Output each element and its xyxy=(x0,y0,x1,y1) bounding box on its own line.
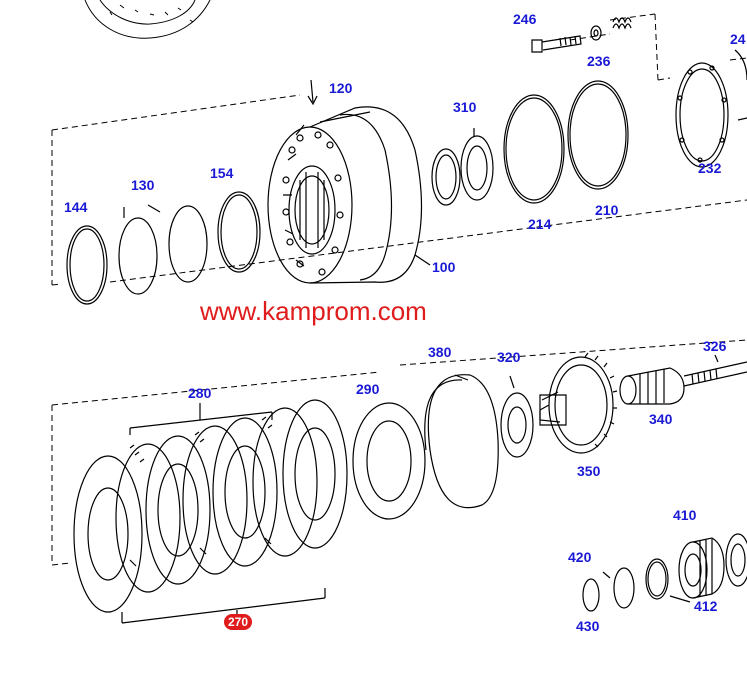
bearing-410 xyxy=(679,534,747,598)
part-label-232[interactable]: 232 xyxy=(698,160,722,176)
part-label-130[interactable]: 130 xyxy=(131,177,155,193)
part-label-326[interactable]: 326 xyxy=(703,338,727,354)
part-label-280[interactable]: 280 xyxy=(188,385,212,401)
part-label-320[interactable]: 320 xyxy=(497,349,521,365)
watermark-text: www.kamprom.com xyxy=(200,296,427,326)
snap-ring-154-b xyxy=(218,192,260,272)
part-label-246[interactable]: 246 xyxy=(513,11,537,27)
part-label-214[interactable]: 214 xyxy=(528,216,552,232)
part-label-310[interactable]: 310 xyxy=(453,99,477,115)
part-label-154[interactable]: 154 xyxy=(210,165,234,181)
part-label-380[interactable]: 380 xyxy=(428,344,452,360)
part-label-410[interactable]: 410 xyxy=(673,507,697,523)
gear-350 xyxy=(540,353,617,453)
thrust-washer-320 xyxy=(501,376,533,457)
part-label-24[interactable]: 24 xyxy=(730,31,746,47)
part-label-412[interactable]: 412 xyxy=(694,598,718,614)
snap-ring-420 xyxy=(603,568,634,608)
clutch-pack-280 xyxy=(74,400,347,623)
snap-ring-380 xyxy=(425,375,498,508)
snap-ring-154-a xyxy=(148,205,207,282)
part-label-350[interactable]: 350 xyxy=(577,463,601,479)
snap-ring-430 xyxy=(583,579,599,611)
pressure-plate-290 xyxy=(353,403,425,519)
highlighted-part-label-270[interactable]: 270 xyxy=(224,614,253,630)
shaft-326 xyxy=(684,355,747,386)
assembly-frame-upper xyxy=(52,14,747,285)
part-label-420[interactable]: 420 xyxy=(568,549,592,565)
spring-24x xyxy=(613,18,631,28)
snap-ring-412 xyxy=(646,559,690,602)
assembly-frame-lower xyxy=(52,340,747,565)
casting-fragment xyxy=(85,0,210,38)
part-label-290[interactable]: 290 xyxy=(356,381,380,397)
snap-ring-130 xyxy=(119,207,157,294)
spline-hub-340 xyxy=(620,368,684,404)
o-ring-214 xyxy=(504,95,564,203)
part-label-100[interactable]: 100 xyxy=(432,259,456,275)
thrust-washer-310 xyxy=(432,128,493,205)
washer-236 xyxy=(591,26,601,40)
part-label-340[interactable]: 340 xyxy=(649,411,673,427)
bolt-246 xyxy=(532,36,581,52)
snap-ring-144 xyxy=(67,226,107,304)
part-label-430[interactable]: 430 xyxy=(576,618,600,634)
gasket-232 xyxy=(676,50,747,167)
arrow-120 xyxy=(308,80,317,104)
carrier-housing-100 xyxy=(268,107,430,283)
part-label-236[interactable]: 236 xyxy=(587,53,611,69)
part-label-144[interactable]: 144 xyxy=(64,199,88,215)
part-label-120[interactable]: 120 xyxy=(329,80,353,96)
o-ring-210 xyxy=(568,81,628,189)
part-label-210[interactable]: 210 xyxy=(595,202,619,218)
